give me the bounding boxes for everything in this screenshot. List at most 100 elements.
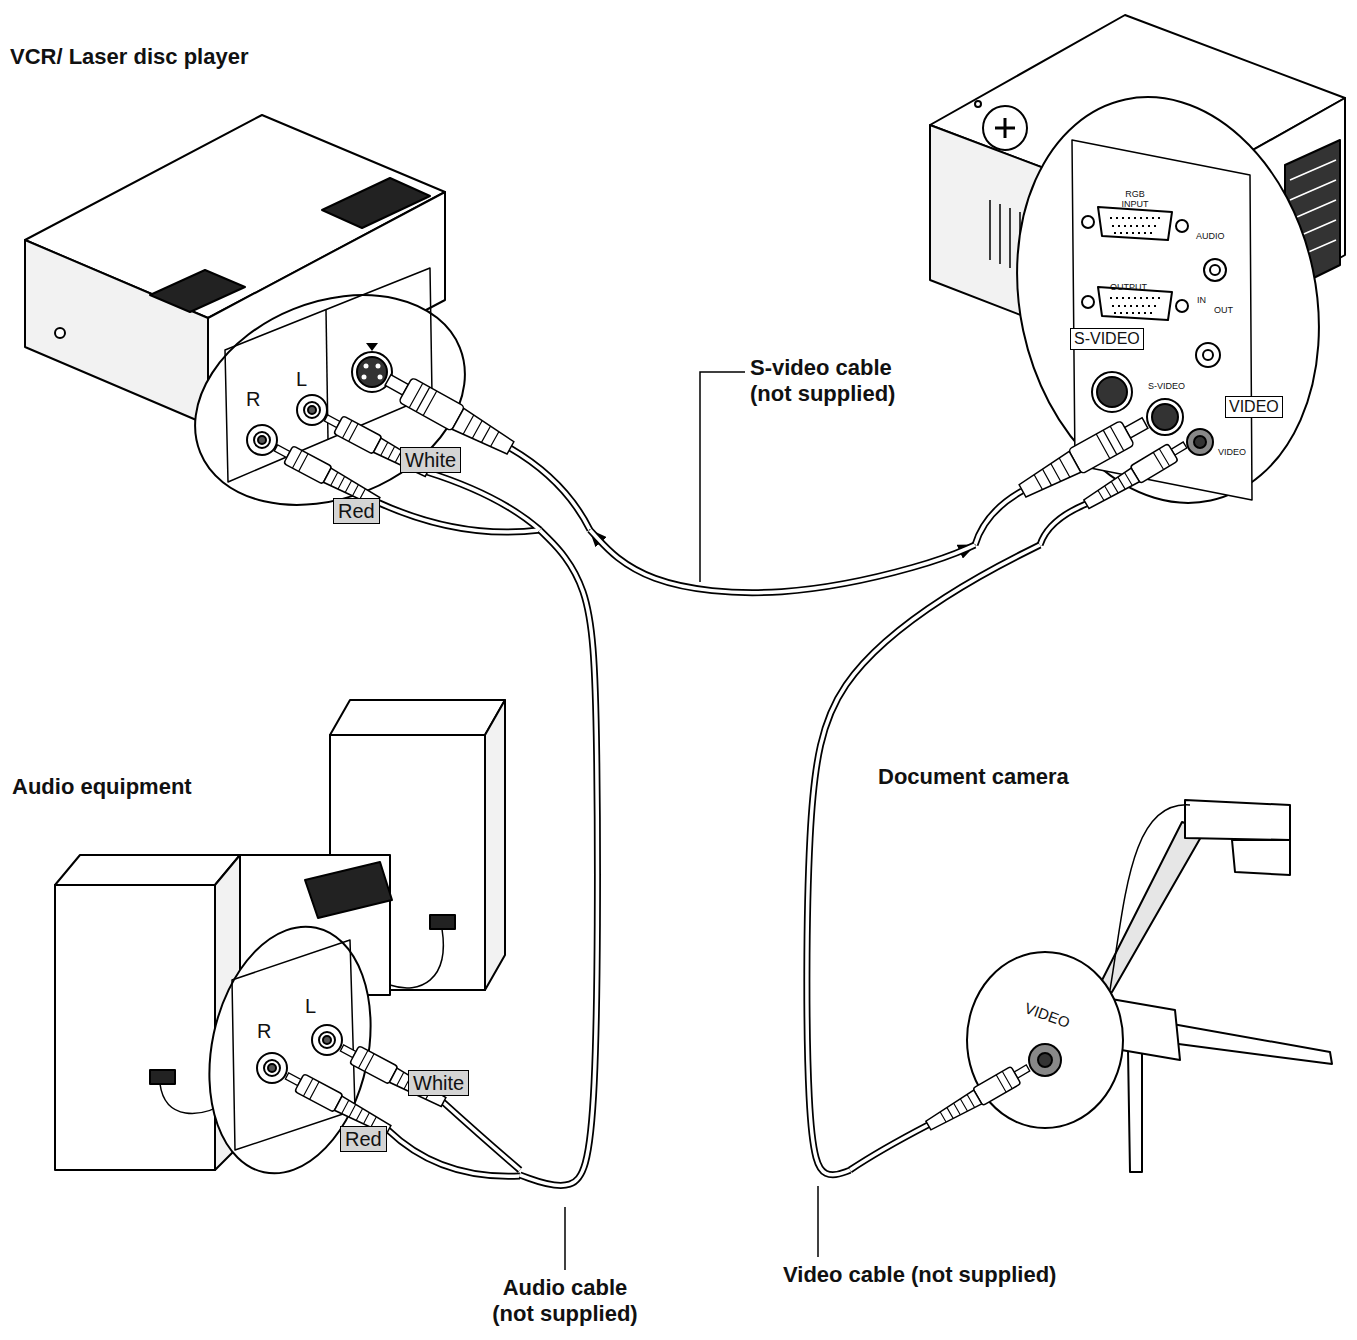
cable-stubs <box>1040 504 1086 545</box>
audio-equipment-illustration <box>319 1032 335 1048</box>
wire-color-tag: Red <box>340 1126 387 1152</box>
projector-illustration <box>1097 377 1127 407</box>
port-label: VIDEO <box>1022 1000 1072 1031</box>
leader-lines <box>817 1186 819 1257</box>
projector-illustration <box>1092 372 1132 412</box>
vcr-illustration <box>378 375 383 380</box>
cable-stubs <box>377 448 1086 1176</box>
jack-label: L <box>296 368 307 390</box>
plugs <box>923 1059 1033 1134</box>
projector-illustration <box>1147 399 1183 435</box>
document-camera-illustration <box>967 800 1332 1172</box>
projector-device: RGB INPUTOUTPUTAUDIOINOUTS-VIDEOS-VIDEOV… <box>920 10 1345 545</box>
plugs <box>1016 411 1152 503</box>
audio-equipment-illustration <box>330 700 505 735</box>
audio-equipment-illustration <box>312 1025 342 1055</box>
cable-connector <box>807 545 1040 1175</box>
audio-equipment-illustration <box>55 855 240 885</box>
cable-connector <box>520 530 597 1185</box>
audio-equipment-illustration <box>150 1070 175 1084</box>
document-camera-illustration <box>1128 1050 1142 1172</box>
projector-illustration <box>1176 220 1188 232</box>
port-label: OUTPUT <box>1110 283 1147 293</box>
vcr-illustration <box>247 425 277 455</box>
projector-illustration <box>930 15 1355 531</box>
plugs <box>271 368 1190 1139</box>
document-camera-illustration <box>1185 800 1290 840</box>
projector-illustration <box>1110 218 1160 233</box>
cable-outline <box>807 545 1040 1175</box>
audio-equipment-illustration <box>257 1053 287 1083</box>
jack-label: R <box>257 1020 271 1042</box>
leader-lines <box>565 372 818 1270</box>
cable-outline <box>590 530 975 593</box>
port-label: VIDEO <box>1218 448 1246 458</box>
plugs <box>1081 436 1190 512</box>
document-camera-illustration <box>1232 840 1290 875</box>
vcr-illustration <box>366 343 378 351</box>
audio-equipment-illustration <box>55 885 215 1170</box>
cable-outline <box>520 530 597 1185</box>
vcr-illustration <box>304 402 320 418</box>
cable-stubs-inner <box>377 448 1086 1176</box>
vcr-illustration <box>150 270 245 312</box>
wire-color-tag: Red <box>333 498 380 524</box>
cable-label: Video cable (not supplied) <box>783 1262 1056 1288</box>
port-label: S-VIDEO <box>1148 382 1185 392</box>
vcr-illustration <box>254 432 270 448</box>
jack-label: R <box>246 388 260 410</box>
cable-label: Audio cable (not supplied) <box>485 1275 645 1328</box>
leader-lines <box>564 1207 566 1270</box>
document-camera-illustration <box>1029 1044 1061 1076</box>
projector-illustration <box>975 101 981 107</box>
vcr-illustration <box>297 395 327 425</box>
jack-label: L <box>305 995 316 1017</box>
port-label: RGB INPUT <box>1117 190 1153 210</box>
projector-illustration <box>1204 259 1226 281</box>
vcr-illustration <box>376 364 381 369</box>
projector-illustration <box>983 106 1027 150</box>
cable-stubs <box>427 472 540 530</box>
device-heading: VCR/ Laser disc player <box>10 45 248 69</box>
vcr-illustration <box>25 240 208 425</box>
document-camera-illustration <box>1110 805 1190 990</box>
audio-equipment-illustration <box>268 1064 276 1072</box>
vcr-illustration <box>362 375 367 380</box>
audio-equipment-illustration <box>55 700 505 1188</box>
document-camera-illustration <box>1092 822 1205 1000</box>
projector-illustration <box>1152 404 1178 430</box>
projector-illustration <box>1194 436 1206 448</box>
vcr-device: VCR/ Laser disc playerR L <box>10 40 600 530</box>
vcr-illustration <box>258 436 266 444</box>
cable-core <box>520 530 597 1185</box>
projector-illustration <box>1176 300 1188 312</box>
projector-illustration <box>1082 216 1094 228</box>
cable-core <box>590 530 975 593</box>
wire-color-tag: White <box>408 1070 469 1096</box>
device-heading: Document camera <box>878 765 1069 789</box>
port-label: AUDIO <box>1196 232 1225 242</box>
vcr-illustration <box>55 328 65 338</box>
cable-stubs <box>975 491 1022 545</box>
projector-illustration <box>1210 265 1220 275</box>
vcr-illustration <box>322 178 430 228</box>
camera-device: Document cameraVIDEO <box>850 760 1345 1195</box>
projector-illustration <box>981 69 1356 532</box>
callout-label: VIDEO <box>1225 396 1283 418</box>
wire-color-tag: White <box>400 447 461 473</box>
audio-equipment-illustration <box>430 915 455 929</box>
audio-equipment-illustration <box>232 940 355 1150</box>
cable-stubs <box>377 448 1086 1176</box>
leader-lines <box>700 372 745 582</box>
audio-device: Audio equipmentR L <box>10 690 520 1200</box>
callout-label: S-VIDEO <box>1070 328 1144 350</box>
projector-illustration <box>1098 207 1172 240</box>
projector-illustration <box>1110 298 1160 313</box>
projector-illustration <box>1082 296 1094 308</box>
audio-equipment-illustration <box>390 929 443 988</box>
device-heading: Audio equipment <box>12 775 192 799</box>
audio-equipment-illustration <box>305 862 392 918</box>
audio-equipment-illustration <box>264 1060 280 1076</box>
